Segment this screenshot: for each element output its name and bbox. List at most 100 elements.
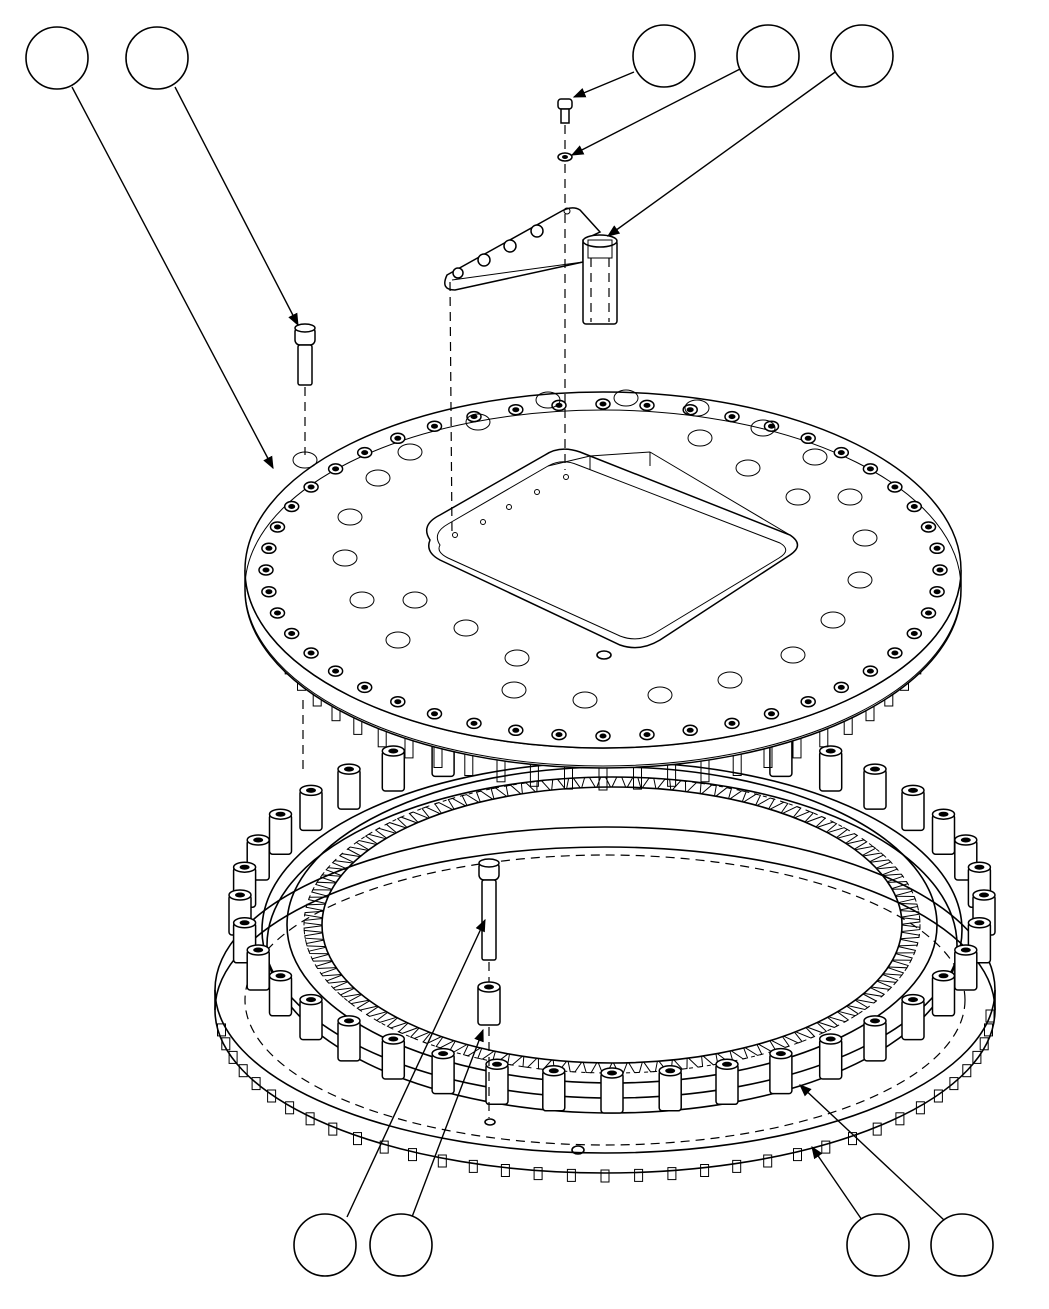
rim-bolt xyxy=(887,647,903,659)
base-peg xyxy=(915,1101,925,1115)
clearance-hole xyxy=(572,691,598,709)
base-peg xyxy=(979,1037,989,1051)
standoff xyxy=(818,745,843,792)
base-peg xyxy=(500,1164,510,1177)
rim-bolt xyxy=(929,542,945,555)
rim-bolt xyxy=(906,500,923,513)
rim-bolt xyxy=(763,708,780,720)
standoff xyxy=(863,763,887,810)
item-balloon xyxy=(125,26,189,90)
rim-bolt xyxy=(261,585,277,598)
plate-stud xyxy=(464,753,474,776)
standoff xyxy=(769,1047,793,1095)
item-balloons xyxy=(25,24,994,1277)
clearance-hole xyxy=(365,469,391,487)
rim-bolt xyxy=(639,728,655,741)
rim-bolt xyxy=(920,521,937,533)
rim-bolt xyxy=(906,627,923,640)
clearance-hole xyxy=(504,649,530,667)
base-peg xyxy=(285,1101,295,1115)
base-peg xyxy=(328,1122,338,1136)
rim-bolt xyxy=(862,463,879,475)
base-peg xyxy=(217,1023,226,1037)
base-peg xyxy=(238,1064,248,1078)
base-peg xyxy=(600,1169,610,1183)
standoff-spacers xyxy=(228,730,996,1114)
base-peg xyxy=(985,1009,995,1023)
standoff xyxy=(954,944,978,991)
standoff xyxy=(542,1065,566,1112)
clearance-hole xyxy=(820,611,846,629)
rim-bolt xyxy=(682,724,698,737)
base-peg xyxy=(700,1164,710,1177)
rim-bolt xyxy=(833,681,850,694)
plate-stud xyxy=(667,763,677,787)
slewing-ring xyxy=(214,761,996,1183)
base-pegs xyxy=(217,1009,995,1183)
rim-bolt xyxy=(862,665,879,677)
base-peg xyxy=(984,1023,993,1037)
base-peg xyxy=(962,1064,972,1078)
rim-bolt xyxy=(426,708,443,720)
base-peg xyxy=(437,1154,447,1168)
base-peg xyxy=(933,1089,943,1103)
item-balloon xyxy=(846,1213,910,1277)
clearance-hole xyxy=(785,488,811,506)
standoff xyxy=(431,1047,455,1095)
rim-bolt xyxy=(283,500,300,513)
item-balloon xyxy=(930,1213,994,1277)
cap-screw-center xyxy=(478,858,500,961)
clearance-hole xyxy=(465,413,491,431)
base-peg xyxy=(468,1159,478,1173)
cap-screw-top xyxy=(294,323,316,386)
rim-bolt xyxy=(356,681,373,694)
standoff xyxy=(337,763,361,810)
standoff xyxy=(931,808,956,855)
base-peg xyxy=(353,1132,362,1146)
rim-bolt xyxy=(426,420,443,432)
clearance-hole xyxy=(687,429,713,447)
standoff xyxy=(658,1065,682,1112)
rim-bolt xyxy=(258,564,274,576)
assembly-centerlines xyxy=(302,125,566,1118)
clearance-hole xyxy=(402,591,428,609)
item-balloon xyxy=(25,26,89,90)
rim-bolt xyxy=(508,724,524,737)
rim-bolt xyxy=(356,446,373,459)
clearance-hole xyxy=(535,391,561,409)
item-balloon xyxy=(736,24,800,88)
clearance-hole xyxy=(501,681,527,699)
base-peg xyxy=(221,1037,231,1051)
base-peg xyxy=(533,1167,543,1181)
rim-bolt xyxy=(269,521,286,533)
rim-bolt xyxy=(932,564,948,576)
base-peg xyxy=(267,1089,277,1103)
rim-bolt xyxy=(887,481,903,493)
standoff xyxy=(901,784,925,832)
standoff xyxy=(818,1033,843,1080)
standoff xyxy=(268,808,293,855)
clearance-hole xyxy=(647,686,673,704)
rim-bolt xyxy=(390,432,406,445)
clearance-hole xyxy=(847,571,873,589)
standoff xyxy=(901,993,925,1041)
rim-bolt xyxy=(466,717,482,730)
spacer-center xyxy=(477,981,501,1026)
base-peg xyxy=(949,1077,959,1091)
standoff xyxy=(299,993,323,1041)
rim-bolt xyxy=(283,627,300,640)
standoff xyxy=(337,1015,361,1062)
washer xyxy=(557,152,573,162)
base-peg xyxy=(872,1122,882,1136)
clearance-hole xyxy=(332,549,358,567)
clearance-hole xyxy=(735,459,761,477)
clearance-hole xyxy=(780,646,806,664)
leader-lines xyxy=(71,67,945,1221)
item-balloon xyxy=(369,1213,433,1277)
standoff xyxy=(600,1067,624,1114)
clearance-hole xyxy=(852,529,878,547)
rim-bolt xyxy=(833,446,850,459)
rim-bolt xyxy=(303,647,319,659)
clearance-hole xyxy=(837,488,863,506)
